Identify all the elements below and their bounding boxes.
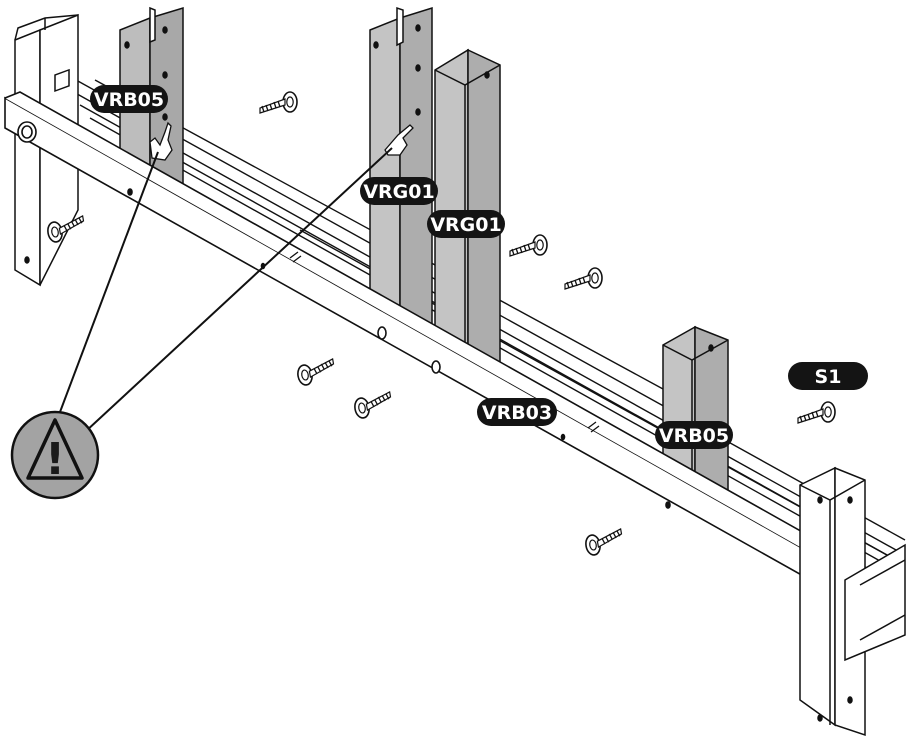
- leader-lines: [59, 147, 393, 433]
- screws: [45, 91, 836, 557]
- label-s1: S1: [788, 362, 868, 390]
- screw: [564, 267, 603, 290]
- label-text: S1: [815, 366, 842, 388]
- label-vrb05-lower: VRB05: [655, 421, 733, 449]
- label-text: VRB05: [659, 425, 729, 447]
- screw-tip: [289, 251, 302, 263]
- screw: [583, 528, 626, 557]
- screw-tip: [587, 421, 600, 433]
- screw: [509, 234, 548, 257]
- label-text: VRB05: [94, 89, 164, 111]
- label-vrb03: VRB03: [477, 398, 557, 426]
- label-vrb05-upper: VRB05: [90, 85, 168, 113]
- warning-sign: !: [10, 410, 100, 500]
- pointing-hand-icon: [384, 124, 414, 156]
- screw-s1: [797, 401, 836, 424]
- right-end-post: [799, 466, 906, 737]
- label-text: VRG01: [430, 214, 501, 236]
- label-text: VRG01: [363, 181, 434, 203]
- screw: [259, 91, 298, 114]
- screw: [352, 391, 395, 420]
- warning-icon: !: [45, 434, 65, 485]
- screw: [295, 358, 338, 387]
- label-vrg01-b: VRG01: [427, 210, 505, 238]
- label-vrg01-a: VRG01: [360, 177, 438, 205]
- pointing-hand-icon: [149, 121, 173, 161]
- label-text: VRB03: [482, 402, 552, 424]
